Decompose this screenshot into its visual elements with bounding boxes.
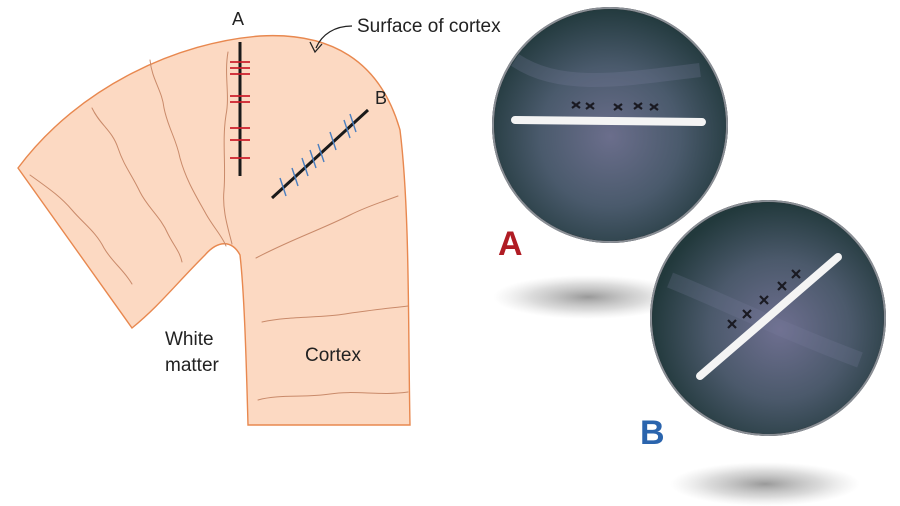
photo-b-label: B	[640, 414, 665, 452]
tissue-shape	[17, 34, 411, 426]
probe-b	[270, 108, 370, 200]
photo-a	[492, 7, 728, 319]
surface-arrow	[309, 25, 353, 54]
probe-a	[230, 42, 250, 176]
photo-a-label: A	[498, 225, 523, 263]
photo-b	[650, 200, 886, 506]
cortex-diagram: A B Surface of cortex White matter Corte…	[17, 9, 501, 426]
probe-a-recording-sites	[230, 61, 250, 159]
probe-b-label: B	[375, 88, 387, 108]
probe-a-label: A	[232, 9, 244, 29]
white-matter-label-line2: matter	[165, 355, 220, 376]
photo-b-marks	[727, 269, 801, 329]
photo-a-probe	[511, 116, 706, 126]
photo-b-shadow	[670, 462, 860, 506]
surface-of-cortex-label: Surface of cortex	[357, 16, 501, 37]
photo-a-shadow	[493, 275, 683, 319]
photo-b-probe	[696, 253, 842, 380]
tissue-fibers	[29, 51, 409, 401]
cortex-label: Cortex	[305, 345, 361, 366]
white-matter-label-line1: White	[165, 329, 214, 350]
photo-a-marks	[571, 101, 659, 111]
probe-b-recording-sites	[279, 113, 357, 197]
